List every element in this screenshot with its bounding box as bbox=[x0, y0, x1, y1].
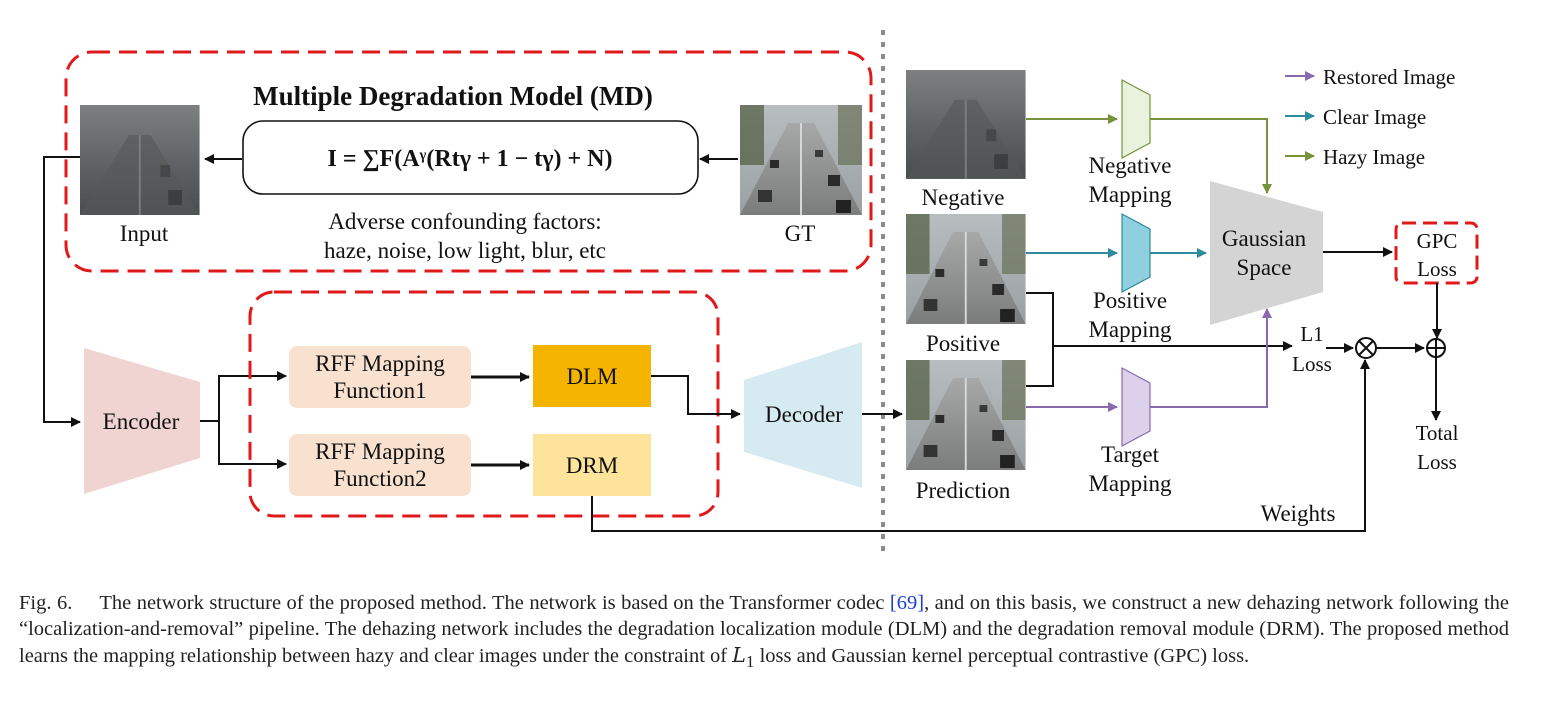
dlm-block bbox=[533, 345, 651, 407]
total-line2: Loss bbox=[1417, 450, 1457, 474]
figure-caption: Fig. 6. The network structure of the pro… bbox=[19, 590, 1509, 675]
legend-hazy: Hazy Image bbox=[1323, 145, 1425, 169]
rff-function1-block bbox=[289, 346, 471, 408]
rff1-line2: Function1 bbox=[333, 378, 426, 403]
positive-image bbox=[905, 213, 1027, 325]
dlm-label: DLM bbox=[566, 364, 617, 389]
l1-line2: Loss bbox=[1292, 352, 1332, 376]
multiply-node bbox=[1355, 337, 1377, 359]
negative-image bbox=[905, 69, 1027, 180]
dlm-drm-region bbox=[248, 290, 720, 518]
factors-line1: Adverse confounding factors: bbox=[328, 209, 601, 234]
weights-label: Weights bbox=[1261, 501, 1336, 526]
positive-mapping-block bbox=[1121, 212, 1151, 294]
gpc-line1: GPC bbox=[1417, 229, 1458, 253]
negative-label: Negative bbox=[921, 185, 1004, 210]
caption-l1-symbol: L bbox=[732, 643, 746, 667]
gaussian-line1: Gaussian bbox=[1222, 226, 1307, 251]
caption-l1-subscript: 1 bbox=[745, 652, 755, 672]
md-title: Multiple Degradation Model (MD) bbox=[253, 81, 653, 111]
target-mapping-line2: Mapping bbox=[1088, 471, 1172, 496]
weights-arrow bbox=[591, 359, 1370, 532]
network-diagram: Multiple Degradation Model (MD) Input GT… bbox=[43, 30, 1479, 552]
gaussian-space-block bbox=[1210, 181, 1323, 325]
positive-mapping-line1: Positive bbox=[1093, 288, 1167, 313]
rff2-line1: RFF Mapping bbox=[315, 439, 445, 464]
drm-block bbox=[533, 434, 651, 496]
decoder-label: Decoder bbox=[765, 402, 843, 427]
caption-reference-link[interactable]: [69] bbox=[889, 592, 925, 614]
caption-part2: , and on this basis, we construct a new … bbox=[19, 592, 1509, 667]
target-mapping-block bbox=[1121, 366, 1151, 448]
l1-line1: L1 bbox=[1300, 322, 1323, 346]
prediction-label: Prediction bbox=[916, 478, 1011, 503]
target-mapping-line1: Target bbox=[1101, 442, 1160, 467]
negative-mapping-line1: Negative bbox=[1088, 153, 1171, 178]
formula-text: I = ∑F(Aᵞ(Rtγ + 1 − tγ) + N) bbox=[328, 146, 613, 172]
formula-box bbox=[242, 120, 699, 195]
input-to-encoder-arrow bbox=[43, 156, 81, 427]
gt-label: GT bbox=[785, 221, 816, 246]
input-image bbox=[79, 104, 201, 216]
rff2-line2: Function2 bbox=[333, 466, 426, 491]
factors-line2: haze, noise, low light, blur, etc bbox=[324, 238, 606, 263]
caption-part3: loss and Gaussian kernel perceptual cont… bbox=[754, 645, 1250, 667]
drm-label: DRM bbox=[566, 453, 618, 478]
gt-image bbox=[739, 104, 863, 216]
legend: Restored Image Clear Image Hazy Image bbox=[1285, 65, 1455, 169]
input-label: Input bbox=[120, 221, 169, 246]
rff-function2-block bbox=[289, 434, 471, 496]
positive-mapping-line2: Mapping bbox=[1088, 317, 1172, 342]
legend-clear: Clear Image bbox=[1323, 105, 1426, 129]
decoder-block bbox=[744, 342, 862, 488]
negative-mapping-block bbox=[1121, 78, 1151, 160]
md-region bbox=[64, 50, 873, 273]
gaussian-line2: Space bbox=[1237, 255, 1292, 280]
gpc-line2: Loss bbox=[1417, 257, 1457, 281]
sum-node bbox=[1426, 338, 1446, 358]
positive-label: Positive bbox=[926, 331, 1000, 356]
caption-part1: The network structure of the proposed me… bbox=[99, 592, 890, 614]
prediction-image bbox=[905, 359, 1027, 471]
legend-restored: Restored Image bbox=[1323, 65, 1455, 89]
caption-fig-label: Fig. 6. bbox=[19, 592, 73, 614]
rff1-line1: RFF Mapping bbox=[315, 351, 445, 376]
encoder-label: Encoder bbox=[103, 409, 180, 434]
encoder-block bbox=[84, 348, 200, 494]
negative-mapping-line2: Mapping bbox=[1088, 182, 1172, 207]
total-line1: Total bbox=[1416, 421, 1459, 445]
